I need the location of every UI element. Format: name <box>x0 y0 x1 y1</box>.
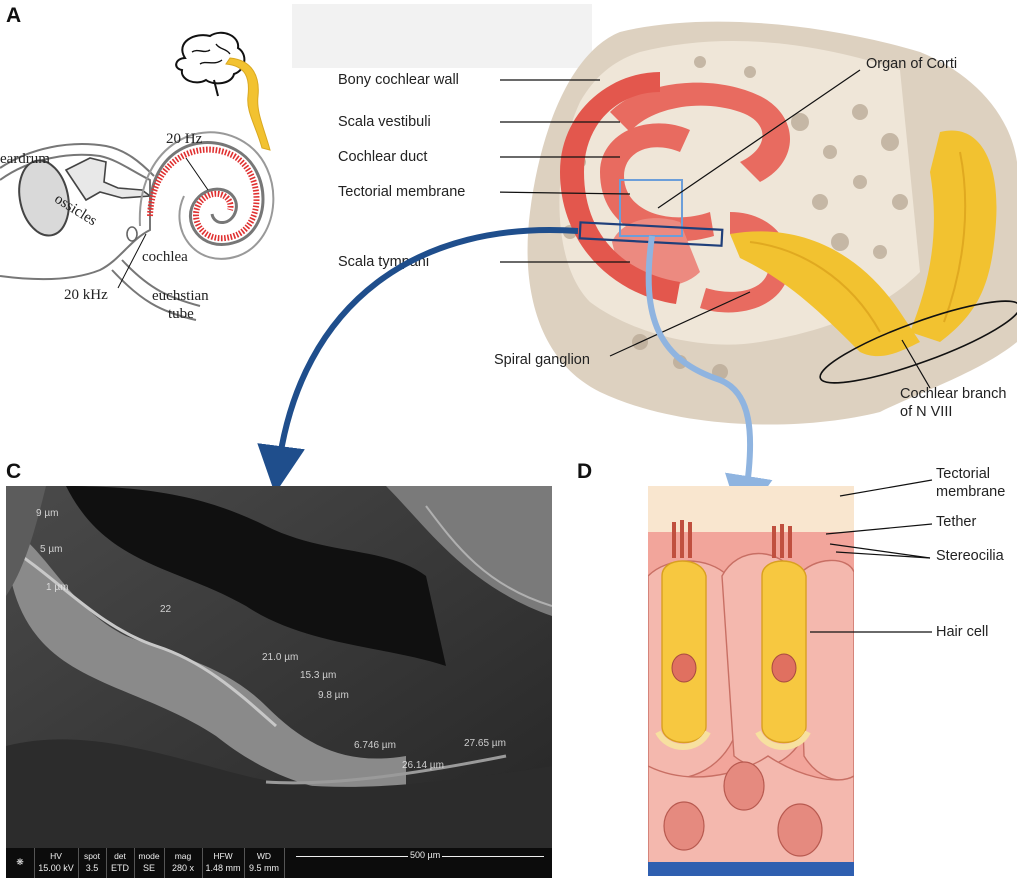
ossicles-shape <box>64 157 153 202</box>
label-cochlea: cochlea <box>142 249 188 265</box>
measurement-label-4: 22 <box>160 604 172 615</box>
ear-schematic <box>0 31 275 321</box>
arrow-to-panel-d <box>645 235 773 524</box>
label-tether: Tether <box>936 514 977 530</box>
label-nerve-line1: Cochlear branch <box>900 386 1007 402</box>
label-tube-line1: euchstian <box>152 288 209 304</box>
panel-a-letter: A <box>6 4 22 27</box>
label-tube-line2: tube <box>168 306 194 322</box>
label-cochlear-duct: Cochlear duct <box>338 149 428 165</box>
panel-b-top-box <box>292 4 592 68</box>
measurement-label-2: 5 µm <box>40 544 63 555</box>
measurement-label-10: 27.65 µm <box>464 738 506 749</box>
panel-d-letter: D <box>577 460 593 483</box>
panel-c-letter: C <box>6 460 22 483</box>
label-scala-vestibuli: Scala vestibuli <box>338 114 431 130</box>
measurement-label-8: 6.746 µm <box>354 740 396 751</box>
hair-cell-illustration <box>648 486 854 876</box>
label-eardrum: eardrum <box>0 151 50 167</box>
outer-ear-canal <box>0 153 151 281</box>
label-d-tectorial-line1: Tectorial <box>936 466 990 482</box>
nerve-bundles <box>730 130 997 357</box>
label-d-tectorial-line2: membrane <box>936 484 1006 500</box>
label-organ-of-corti: Organ of Corti <box>866 56 958 72</box>
label-tectorial-membrane: Tectorial membrane <box>338 184 466 200</box>
measurement-label-7: 9.8 µm <box>318 690 349 701</box>
hair-cells <box>655 560 811 750</box>
auditory-nerve <box>225 57 271 151</box>
sem-scale-label: 500 µm <box>408 850 443 860</box>
measurement-label-5: 21.0 µm <box>262 652 299 663</box>
sem-micrograph <box>6 486 552 848</box>
nerve-outline <box>819 300 1017 384</box>
label-hair-cell: Hair cell <box>936 624 989 640</box>
label-stereocilia: Stereocilia <box>936 548 1004 564</box>
measurement-label-6: 15.3 µm <box>300 670 337 681</box>
eustachian-tube <box>121 259 201 307</box>
label-bony-cochlear-wall: Bony cochlear wall <box>338 72 459 88</box>
stereocilia-bundles <box>672 520 792 558</box>
eardrum-shape <box>18 159 70 237</box>
label-spiral-ganglion: Spiral ganglion <box>494 352 590 368</box>
cochlea-spiral <box>138 131 275 260</box>
arrow-to-panel-c <box>257 227 579 494</box>
label-high-frequency: 20 kHz <box>64 287 108 303</box>
brain-icon <box>175 31 246 97</box>
measurement-label-9: 26.14 µm <box>402 760 444 771</box>
label-nerve-line2: of N VIII <box>900 404 953 420</box>
label-low-frequency: 20 Hz <box>166 131 203 147</box>
measurement-label-3: 1 µm <box>46 582 69 593</box>
measurement-label-1: 9 µm <box>36 508 59 519</box>
sem-logo-cell: ❋ <box>6 848 35 878</box>
